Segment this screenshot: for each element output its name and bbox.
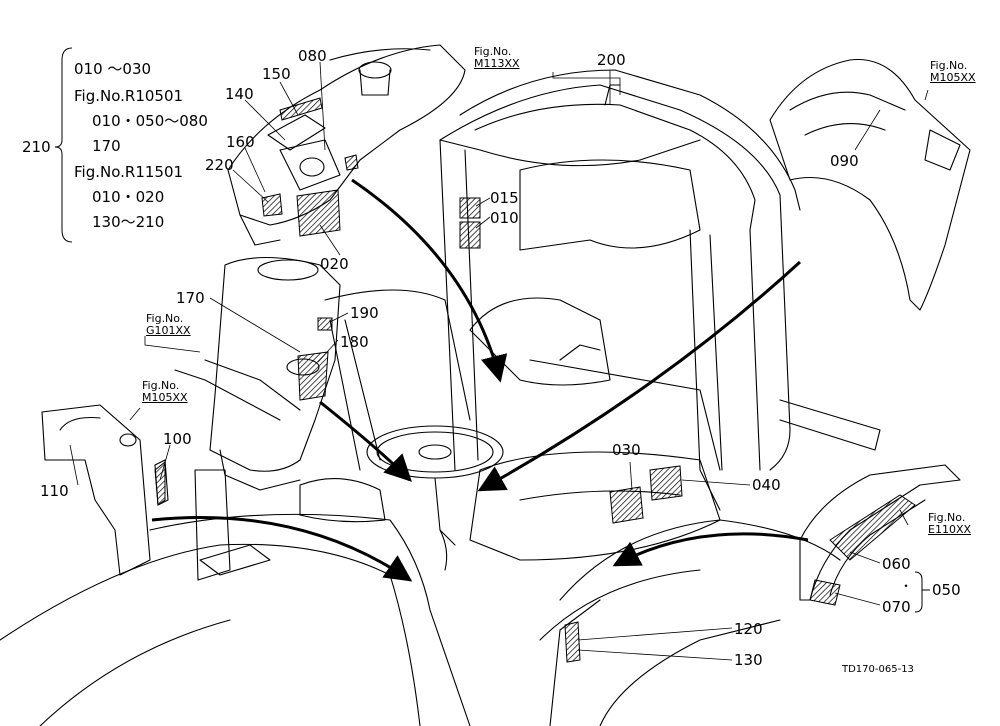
brace-050	[914, 571, 923, 613]
label-015: 015	[490, 189, 519, 207]
side-panel	[41, 404, 231, 581]
decal-070	[809, 579, 841, 606]
decal-220	[261, 193, 283, 217]
label-060: 060	[882, 555, 911, 573]
decal-080	[344, 154, 359, 171]
dash-pillar	[324, 289, 471, 471]
arrow-column	[319, 400, 412, 482]
fig-ref-m105-top: Fig.No.M105XX	[930, 59, 976, 84]
label-010: 010	[490, 209, 519, 227]
label-080: 080	[298, 47, 327, 65]
fender-top-right	[769, 58, 971, 311]
group-210-line-3: 010・050～080	[92, 112, 208, 130]
arrow-console	[351, 178, 508, 383]
label-200: 200	[597, 51, 626, 69]
label-170: 170	[176, 289, 205, 307]
label-100: 100	[163, 430, 192, 448]
decal-020	[296, 189, 341, 237]
decal-120	[564, 621, 581, 663]
decal-040	[649, 465, 683, 501]
decal-060	[829, 494, 916, 561]
decal-100	[154, 460, 166, 506]
arrow-step	[612, 532, 809, 567]
label-040: 040	[752, 476, 781, 494]
label-090: 090	[830, 152, 859, 170]
label-110: 110	[40, 482, 69, 500]
label-050: 050	[932, 581, 961, 599]
label-160: 160	[226, 133, 255, 151]
label-190: 190	[350, 304, 379, 322]
label-070: 070	[882, 598, 911, 616]
floor-deck	[469, 297, 881, 561]
label-130: 130	[734, 651, 763, 669]
fig-ref-m105-left: Fig.No.M105XX	[142, 379, 188, 404]
fig-ref-e110: Fig.No.E110XX	[928, 511, 972, 536]
label-150: 150	[262, 65, 291, 83]
label-120: 120	[734, 620, 763, 638]
decal-010	[459, 221, 481, 249]
label-220: 220	[205, 156, 234, 174]
label-020: 020	[320, 255, 349, 273]
group-210-line-5: Fig.No.R11501	[74, 163, 184, 181]
arrow-fender	[477, 260, 802, 492]
steering-wheel	[366, 425, 504, 571]
brace-210	[54, 47, 73, 243]
group-210-line-1: 010 ～030	[74, 60, 152, 78]
label-210: 210	[22, 138, 51, 156]
fig-ref-g101: Fig.No.G101XX	[146, 312, 191, 337]
label-180: 180	[340, 333, 369, 351]
arrow-side-panel	[151, 516, 413, 582]
decal-015	[459, 197, 481, 219]
decal-030	[609, 486, 644, 524]
hood-outline	[0, 478, 471, 726]
decal-190	[317, 317, 333, 331]
decal-150	[279, 97, 323, 121]
label-140: 140	[225, 85, 254, 103]
group-210-line-6: 010・020	[92, 188, 165, 206]
group-210-line-2: Fig.No.R10501	[74, 87, 184, 105]
group-210-line-7: 130～210	[92, 213, 165, 231]
drawing-code: TD170-065-13	[842, 664, 914, 675]
dot-separator: ・	[900, 579, 913, 593]
group-210-line-4: 170	[92, 137, 121, 155]
fig-ref-m113: Fig.No.M113XX	[474, 45, 520, 70]
rear-fender-assembly	[539, 519, 841, 726]
decal-180	[297, 351, 329, 401]
label-030: 030	[612, 441, 641, 459]
